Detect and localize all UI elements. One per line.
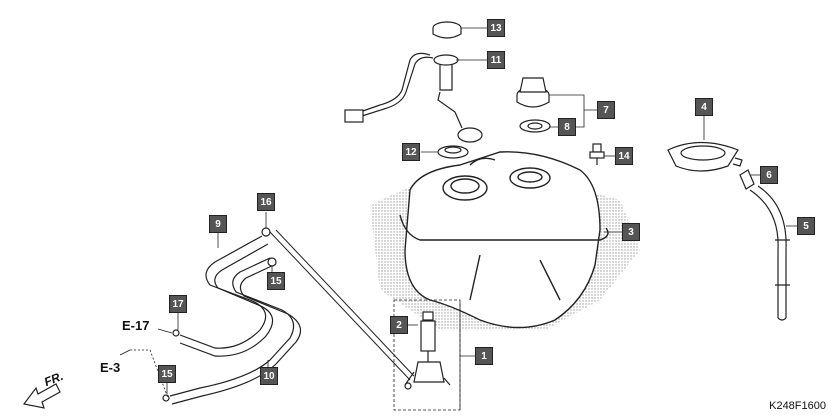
tray-4: [667, 141, 743, 172]
front-arrow: [22, 383, 61, 409]
callout-13[interactable]: 13: [487, 19, 505, 37]
callout-8[interactable]: 8: [558, 118, 576, 136]
fuel-valve-1: [404, 311, 451, 390]
callout-15-upper[interactable]: 15: [267, 272, 285, 290]
callout-4[interactable]: 4: [695, 98, 713, 116]
vent-tube: [269, 229, 415, 381]
callout-16[interactable]: 16: [257, 193, 275, 211]
fuel-tank: [399, 151, 609, 329]
callout-9[interactable]: 9: [209, 215, 227, 233]
drain-tube-5: [749, 185, 790, 321]
callout-1[interactable]: 1: [475, 347, 493, 365]
cap-13: [432, 21, 462, 39]
ref-e3[interactable]: E-3: [100, 360, 121, 375]
hose-9: [179, 235, 274, 357]
hose-10: [169, 257, 302, 405]
fuel-sender-11: [344, 52, 483, 143]
bolt-14: [589, 143, 605, 165]
callout-15-lower[interactable]: 15: [158, 365, 176, 383]
callout-6[interactable]: 6: [760, 166, 778, 184]
gasket-8: [519, 119, 551, 133]
diagram-code: K248F1600: [769, 400, 826, 412]
filler-cap-7: [516, 77, 550, 108]
clips: [162, 227, 277, 402]
callout-10[interactable]: 10: [260, 367, 278, 385]
seal-12: [437, 145, 469, 159]
leader-lines: [119, 27, 797, 410]
callout-5[interactable]: 5: [797, 217, 815, 235]
callout-2[interactable]: 2: [390, 316, 408, 334]
fitting-6: [739, 169, 755, 190]
callout-7[interactable]: 7: [597, 101, 615, 119]
callout-11[interactable]: 11: [487, 51, 505, 69]
callout-3[interactable]: 3: [622, 223, 640, 241]
callout-12[interactable]: 12: [402, 143, 420, 161]
callout-14[interactable]: 14: [615, 147, 633, 165]
ref-e17[interactable]: E-17: [122, 318, 150, 333]
callout-17[interactable]: 17: [169, 295, 187, 313]
